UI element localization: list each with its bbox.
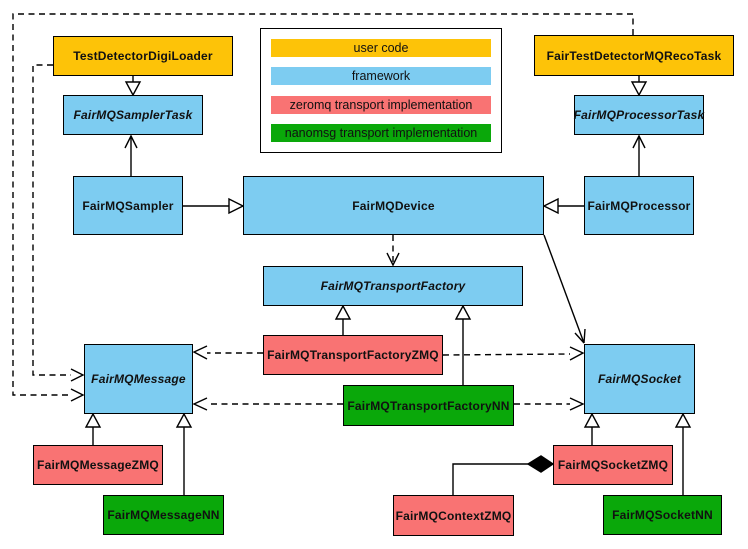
edge-tfnn-creates-message	[192, 397, 343, 411]
legend-item-zeromq: zeromq transport implementation	[271, 95, 491, 114]
class-label: FairTestDetectorMQRecoTask	[546, 48, 722, 63]
open-arrowhead	[386, 252, 400, 267]
edge-processor-extends-device	[542, 197, 584, 215]
open-arrowhead	[569, 346, 585, 361]
class-label: FairMQMessage	[91, 372, 186, 386]
class-label: FairMQMessageZMQ	[37, 458, 159, 472]
class-fairtestdetectormqrecotask: FairTestDetectorMQRecoTask	[534, 35, 734, 76]
legend: user code framework zeromq transport imp…	[260, 28, 502, 153]
class-fairmqcontextzmq: FairMQContextZMQ	[393, 495, 514, 536]
class-label: TestDetectorDigiLoader	[73, 49, 213, 63]
inheritance-arrowhead	[542, 197, 559, 215]
edge-sampler-extends-device	[183, 197, 245, 215]
inheritance-arrowhead	[228, 197, 245, 215]
class-label: FairMQSocketZMQ	[557, 458, 669, 472]
class-fairmqmessagenn: FairMQMessageNN	[103, 495, 224, 535]
edge-recotask-extends-processortask	[630, 76, 648, 97]
class-fairmqmessagezmq: FairMQMessageZMQ	[33, 445, 163, 485]
class-fairmqtransportfactoryzmq: FairMQTransportFactoryZMQ	[263, 335, 443, 375]
edge-tfzmq-creates-socket	[442, 346, 585, 361]
class-label: FairMQMessageNN	[107, 508, 220, 522]
class-label: FairMQProcessor	[587, 198, 691, 213]
open-arrowhead	[569, 397, 585, 411]
edge-tfnn-creates-socket	[514, 397, 585, 411]
class-label: FairMQTransportFactoryZMQ	[267, 348, 439, 362]
open-arrowhead	[192, 397, 208, 411]
edge-socketnn-extends-socket	[674, 412, 692, 495]
edge-recotask-uses-message	[12, 13, 634, 402]
class-fairmqsampler: FairMQSampler	[73, 176, 183, 235]
open-arrowhead	[70, 388, 85, 402]
class-fairmqdevice: FairMQDevice	[243, 176, 544, 235]
open-arrowhead	[70, 368, 85, 382]
legend-item-user-code: user code	[271, 39, 491, 58]
class-fairmqprocessor: FairMQProcessor	[584, 176, 694, 235]
edge-digiloader-extends-samplertask	[124, 76, 142, 97]
class-label: FairMQProcessorTask	[573, 108, 705, 122]
edge-processor-uses-processortask	[632, 134, 646, 176]
class-fairmqprocessortask: FairMQProcessorTask	[574, 95, 704, 135]
edge-tfzmq-creates-message	[192, 345, 263, 360]
class-label: FairMQSamplerTask	[73, 108, 193, 122]
inheritance-arrowhead	[124, 81, 142, 97]
inheritance-arrowhead	[674, 412, 692, 428]
edge-socketzmq-extends-socket	[583, 412, 601, 445]
class-fairmqmessage: FairMQMessage	[84, 344, 193, 414]
class-label: FairMQContextZMQ	[395, 508, 512, 523]
inheritance-arrowhead	[84, 412, 102, 428]
inheritance-arrowhead	[334, 304, 352, 320]
inheritance-arrowhead	[583, 412, 601, 428]
open-arrowhead	[632, 134, 646, 149]
edge-device-uses-socket	[543, 234, 586, 344]
legend-item-nanomsg: nanomsg transport implementation	[271, 123, 491, 142]
inheritance-arrowhead	[175, 412, 193, 428]
legend-label: zeromq transport implementation	[289, 97, 473, 112]
edge-digiloader-uses-message	[32, 64, 85, 382]
class-fairmqsocket: FairMQSocket	[584, 344, 695, 414]
class-fairmqsocketzmq: FairMQSocketZMQ	[553, 445, 673, 485]
class-fairmqsamplertask: FairMQSamplerTask	[63, 95, 203, 135]
legend-item-framework: framework	[271, 67, 491, 86]
legend-label: nanomsg transport implementation	[284, 125, 478, 140]
class-label: FairMQSocket	[597, 372, 682, 386]
class-fairmqsocketnn: FairMQSocketNN	[603, 495, 722, 535]
edge-tfnn-extends-transportfactory	[454, 304, 472, 385]
class-testdetectordigiloader: TestDetectorDigiLoader	[53, 36, 233, 76]
class-label: FairMQSocketNN	[612, 508, 713, 522]
class-label: FairMQTransportFactoryNN	[347, 398, 510, 413]
class-label: FairMQSampler	[82, 198, 174, 213]
edge-messagezmq-extends-message	[84, 412, 102, 445]
inheritance-arrowhead	[454, 304, 472, 320]
legend-label: framework	[351, 69, 411, 84]
class-label: FairMQTransportFactory	[320, 279, 466, 293]
composition-diamond	[526, 455, 555, 473]
legend-label: user code	[353, 41, 409, 56]
edge-device-depends-transportfactory	[386, 235, 400, 267]
open-arrowhead	[574, 328, 586, 344]
class-label: FairMQDevice	[352, 198, 435, 213]
edge-socketzmq-composes-contextzmq	[452, 455, 555, 495]
edge-messagenn-extends-message	[175, 412, 193, 495]
class-fairmqtransportfactory: FairMQTransportFactory	[263, 266, 523, 306]
edge-sampler-uses-samplertask	[124, 134, 138, 176]
class-fairmqtransportfactorynn: FairMQTransportFactoryNN	[343, 385, 514, 426]
inheritance-arrowhead	[630, 81, 648, 97]
edge-tfzmq-extends-transportfactory	[334, 304, 352, 335]
open-arrowhead	[192, 345, 208, 360]
open-arrowhead	[124, 134, 138, 149]
